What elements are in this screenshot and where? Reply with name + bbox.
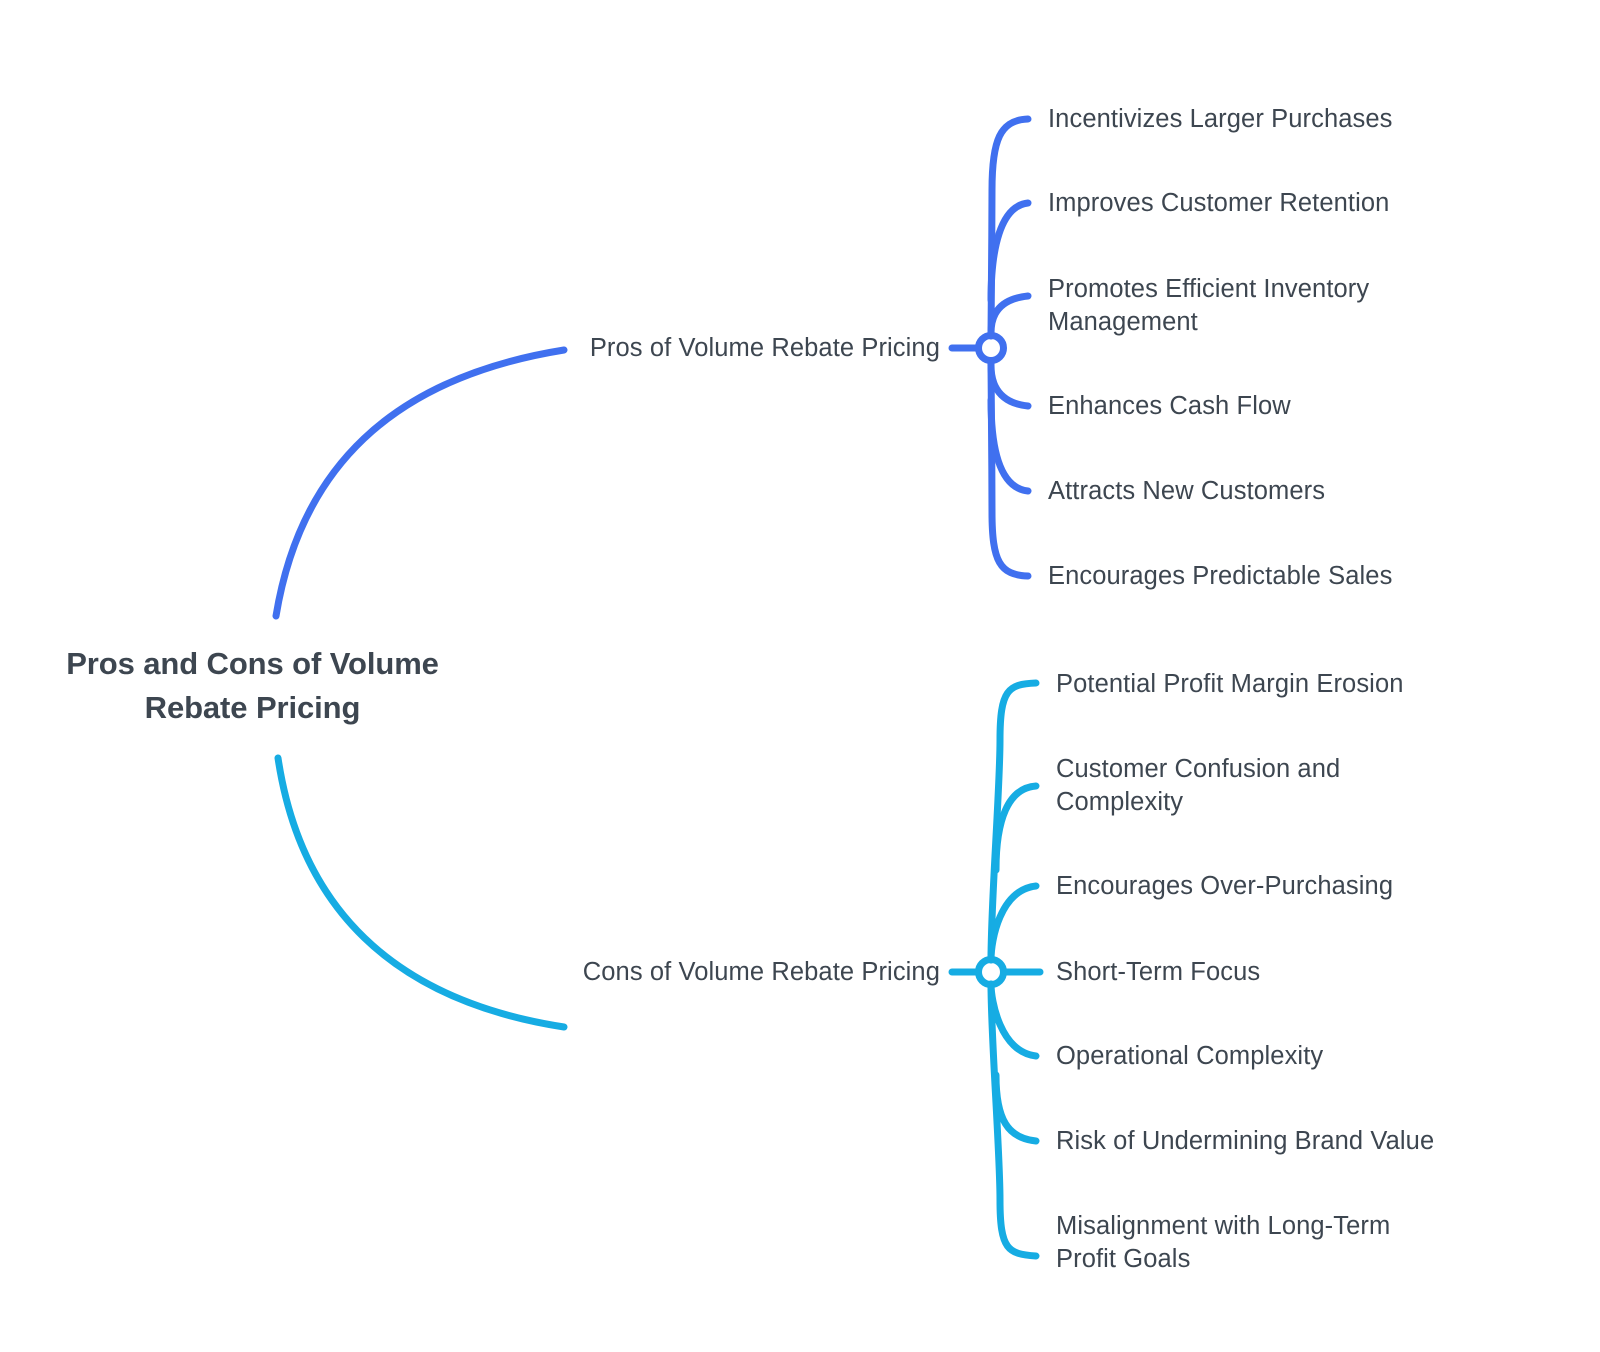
edge-cons-label-to-hub xyxy=(948,956,1044,988)
branch-label-pros[interactable]: Pros of Volume Rebate Pricing xyxy=(589,334,940,362)
pros-hub-node xyxy=(975,332,1007,364)
leaf-pros-encourages-predictable-sales[interactable]: Encourages Predictable Sales xyxy=(1048,562,1393,590)
leaf-cons-operational-complexity[interactable]: Operational Complexity xyxy=(1056,1042,1324,1070)
leaf-cons-potential-profit-margin-erosion[interactable]: Potential Profit Margin Erosion xyxy=(1056,670,1404,698)
edge-root-to-pros xyxy=(272,346,568,620)
leaf-pros-attracts-new-customers[interactable]: Attracts New Customers xyxy=(1048,477,1326,505)
leaf-cons-encourages-over-purchasing[interactable]: Encourages Over-Purchasing xyxy=(1056,872,1394,900)
leaf-pros-promotes-efficient-inventory-management[interactable]: Promotes Efficient Inventory Management xyxy=(1048,275,1370,336)
leaf-cons-short-term-focus[interactable]: Short-Term Focus xyxy=(1056,958,1261,986)
leaf-pros-incentivizes-larger-purchases[interactable]: Incentivizes Larger Purchases xyxy=(1048,105,1393,133)
root-node-label[interactable]: Pros and Cons of Volume Rebate Pricing xyxy=(66,646,439,726)
leaf-cons-misalignment-with-long-term-profit-goals[interactable]: Misalignment with Long-Term Profit Goals xyxy=(1056,1212,1391,1273)
edges-cons-leaves xyxy=(987,679,1040,1260)
branch-label-cons[interactable]: Cons of Volume Rebate Pricing xyxy=(582,958,940,986)
cons-hub-node xyxy=(975,956,1007,988)
leaf-pros-enhances-cash-flow[interactable]: Enhances Cash Flow xyxy=(1048,392,1291,420)
edges-pros-leaves xyxy=(987,115,1032,580)
leaf-cons-risk-of-undermining-brand-value[interactable]: Risk of Undermining Brand Value xyxy=(1056,1127,1435,1155)
leaf-pros-improves-customer-retention[interactable]: Improves Customer Retention xyxy=(1048,189,1390,217)
leaf-cons-customer-confusion-and-complexity[interactable]: Customer Confusion and Complexity xyxy=(1056,755,1341,816)
edge-pros-label-to-hub xyxy=(948,332,1007,364)
